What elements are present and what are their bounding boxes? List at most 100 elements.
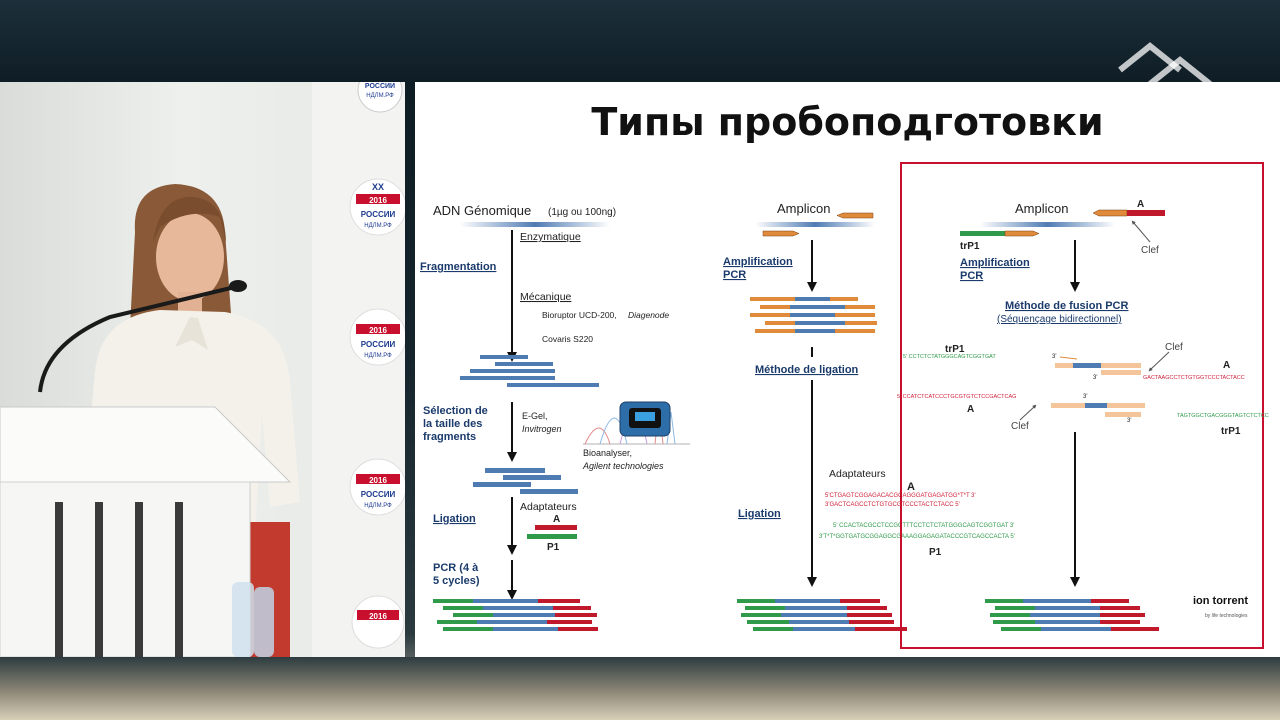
col3-a-label: A [1137, 199, 1144, 210]
col3-step-amplification-line1: Amplification [960, 257, 1030, 269]
step-fragmentation: Fragmentation [420, 261, 497, 273]
final-library-col1 [433, 599, 598, 631]
col1-heading: ADN Génomique [433, 203, 531, 218]
fusion-seq-red-2: 5' CCATCTCATCCCTGCGTGTCTCCGACTCAG [897, 394, 1016, 400]
enzymatique-label: Enzymatique [520, 231, 581, 243]
clef-pointer-lower [1019, 404, 1037, 421]
step-amplification-line2: PCR [723, 269, 746, 281]
presentation-slide: Типы пробоподготовки ADN Génomique (1µg … [415, 82, 1280, 657]
dna-fragment [503, 475, 561, 480]
forward-primer [762, 230, 800, 237]
prime-3: 3' [1093, 375, 1097, 381]
library-prep-diagram: ADN Génomique (1µg ou 100ng) Enzymatique… [420, 162, 1269, 649]
svg-text:РОССИИ: РОССИИ [361, 340, 396, 349]
sequencage-bidirectionnel: (Séquençage bidirectionnel) [997, 314, 1122, 325]
dna-fragment [485, 468, 545, 473]
svg-text:2016: 2016 [369, 196, 387, 205]
forum-logo: РОССИИ НДЛМ.РФ [357, 82, 403, 113]
banner-stand [312, 82, 405, 657]
final-library-col3 [985, 599, 1159, 631]
adapter-p1-label: P1 [547, 542, 560, 553]
clef-lower-label: Clef [1011, 421, 1029, 432]
amplicon-insert [1073, 363, 1101, 368]
dna-fragment [460, 376, 555, 380]
primer-pad [1051, 403, 1085, 408]
dna-fragment [495, 362, 553, 366]
step-selection-line2: la taille des [423, 418, 482, 430]
water-bottle [232, 582, 254, 657]
fusion-seq-green-2: TAGTGGCTGACGGGTAGTCTCTCC [1177, 413, 1269, 419]
dna-fragment [507, 383, 599, 387]
prime-3: 3' [1127, 418, 1131, 424]
channel-logo-icon [1110, 40, 1220, 95]
prime-3: 3' [1052, 354, 1056, 360]
mecanique-label: Mécanique [520, 291, 572, 303]
ion-torrent-logo: ion torrent [1193, 595, 1248, 607]
step-amplification-line1: Amplification [723, 256, 793, 268]
trp1-upper-label: trP1 [945, 344, 965, 355]
col3-trp1-label: trP1 [960, 241, 980, 252]
dna-fragment [510, 369, 555, 373]
fusion-seq-red-1: GACTAAGCCTCTGTGGTCCCTACTACC [1143, 375, 1245, 381]
primer-pad [1055, 363, 1073, 368]
prime-3: 3' [1083, 394, 1087, 400]
agilent-label: Agilent technologies [582, 461, 664, 471]
step-ligation: Ligation [433, 513, 476, 525]
primer-pad [1107, 403, 1145, 408]
clef-pointer-upper [1148, 351, 1170, 372]
forum-logo: 2016 [351, 595, 405, 649]
bottom-decor-band [0, 657, 1280, 720]
step-pcr-line2: 5 cycles) [433, 575, 480, 587]
final-library-col2 [737, 599, 907, 631]
step-methode-fusion: Méthode de fusion PCR [1005, 300, 1129, 312]
fusion-trp1-adapter [960, 231, 1005, 236]
svg-text:РОССИИ: РОССИИ [365, 83, 395, 90]
amplified-products [750, 297, 877, 333]
forum-logo: XX 2016 РОССИИ НДЛМ.РФ [349, 178, 405, 236]
fusion-reverse-primer [1092, 209, 1128, 217]
diagenode-label: Diagenode [628, 310, 669, 320]
adapter-a-bar [535, 525, 577, 530]
water-bottle [254, 587, 274, 657]
a-lower-label: A [967, 404, 974, 415]
a-upper-label: A [1223, 360, 1230, 371]
dna-fragment [470, 369, 510, 373]
dna-fragment [520, 489, 578, 494]
amplicon-insert [1085, 403, 1107, 408]
adapter-p1-seq-bottom: 3'T*T*GGTGATGCGGAGGCGAAAGGAGAGATACCCGTCA… [819, 534, 1015, 540]
dna-fragment [480, 355, 528, 359]
amplicon-strand [755, 222, 875, 227]
adaptateurs-label: Adaptateurs [520, 501, 577, 513]
speaker-video-frame: РОССИИ НДЛМ.РФ XX 2016 РОССИИ НДЛМ.РФ 20… [0, 82, 405, 657]
fusion-amplicon-strand [980, 222, 1115, 227]
svg-text:2016: 2016 [369, 326, 387, 335]
slide-title: Типы пробоподготовки [591, 100, 1104, 144]
bioanalyser-device-icon [619, 401, 671, 437]
step-selection-line3: fragments [423, 431, 476, 443]
col1-heading-detail: (1µg ou 100ng) [548, 207, 616, 218]
col2-adaptateurs-label: Adaptateurs [829, 468, 886, 480]
bioruptor-label: Bioruptor UCD-200, [542, 310, 617, 320]
genomic-dna-strand [460, 222, 610, 227]
reverse-primer [836, 212, 874, 219]
forum-logo: 2016 РОССИИ НДЛМ.РФ [349, 308, 405, 366]
microphone-head [229, 280, 247, 292]
adapter-a-seq-bottom: 3'GACTCAGCCTCTGTGCGTCCCTACTCTACC 5' [825, 502, 960, 508]
primer-pad [1101, 370, 1141, 375]
svg-text:НДЛМ.РФ: НДЛМ.РФ [364, 503, 392, 509]
clef-pointer [1131, 220, 1151, 243]
step-selection-line1: Sélection de [423, 405, 488, 417]
col3-clef-label: Clef [1141, 245, 1159, 256]
primer-arrow [1059, 356, 1078, 360]
trp1-lower-label: trP1 [1221, 426, 1241, 437]
svg-text:РОССИИ: РОССИИ [361, 490, 396, 499]
primer-pad [1101, 363, 1141, 368]
col2-step-ligation: Ligation [738, 508, 781, 520]
forum-logo: 2016 РОССИИ НДЛМ.РФ [349, 458, 405, 516]
svg-text:НДЛМ.РФ: НДЛМ.РФ [366, 93, 394, 99]
col3-heading: Amplicon [1015, 201, 1068, 216]
svg-text:РОССИИ: РОССИИ [361, 210, 396, 219]
col3-step-amplification-line2: PCR [960, 270, 983, 282]
column-genomic-dna: ADN Génomique (1µg ou 100ng) Enzymatique… [420, 203, 690, 631]
col2-heading: Amplicon [777, 201, 830, 216]
